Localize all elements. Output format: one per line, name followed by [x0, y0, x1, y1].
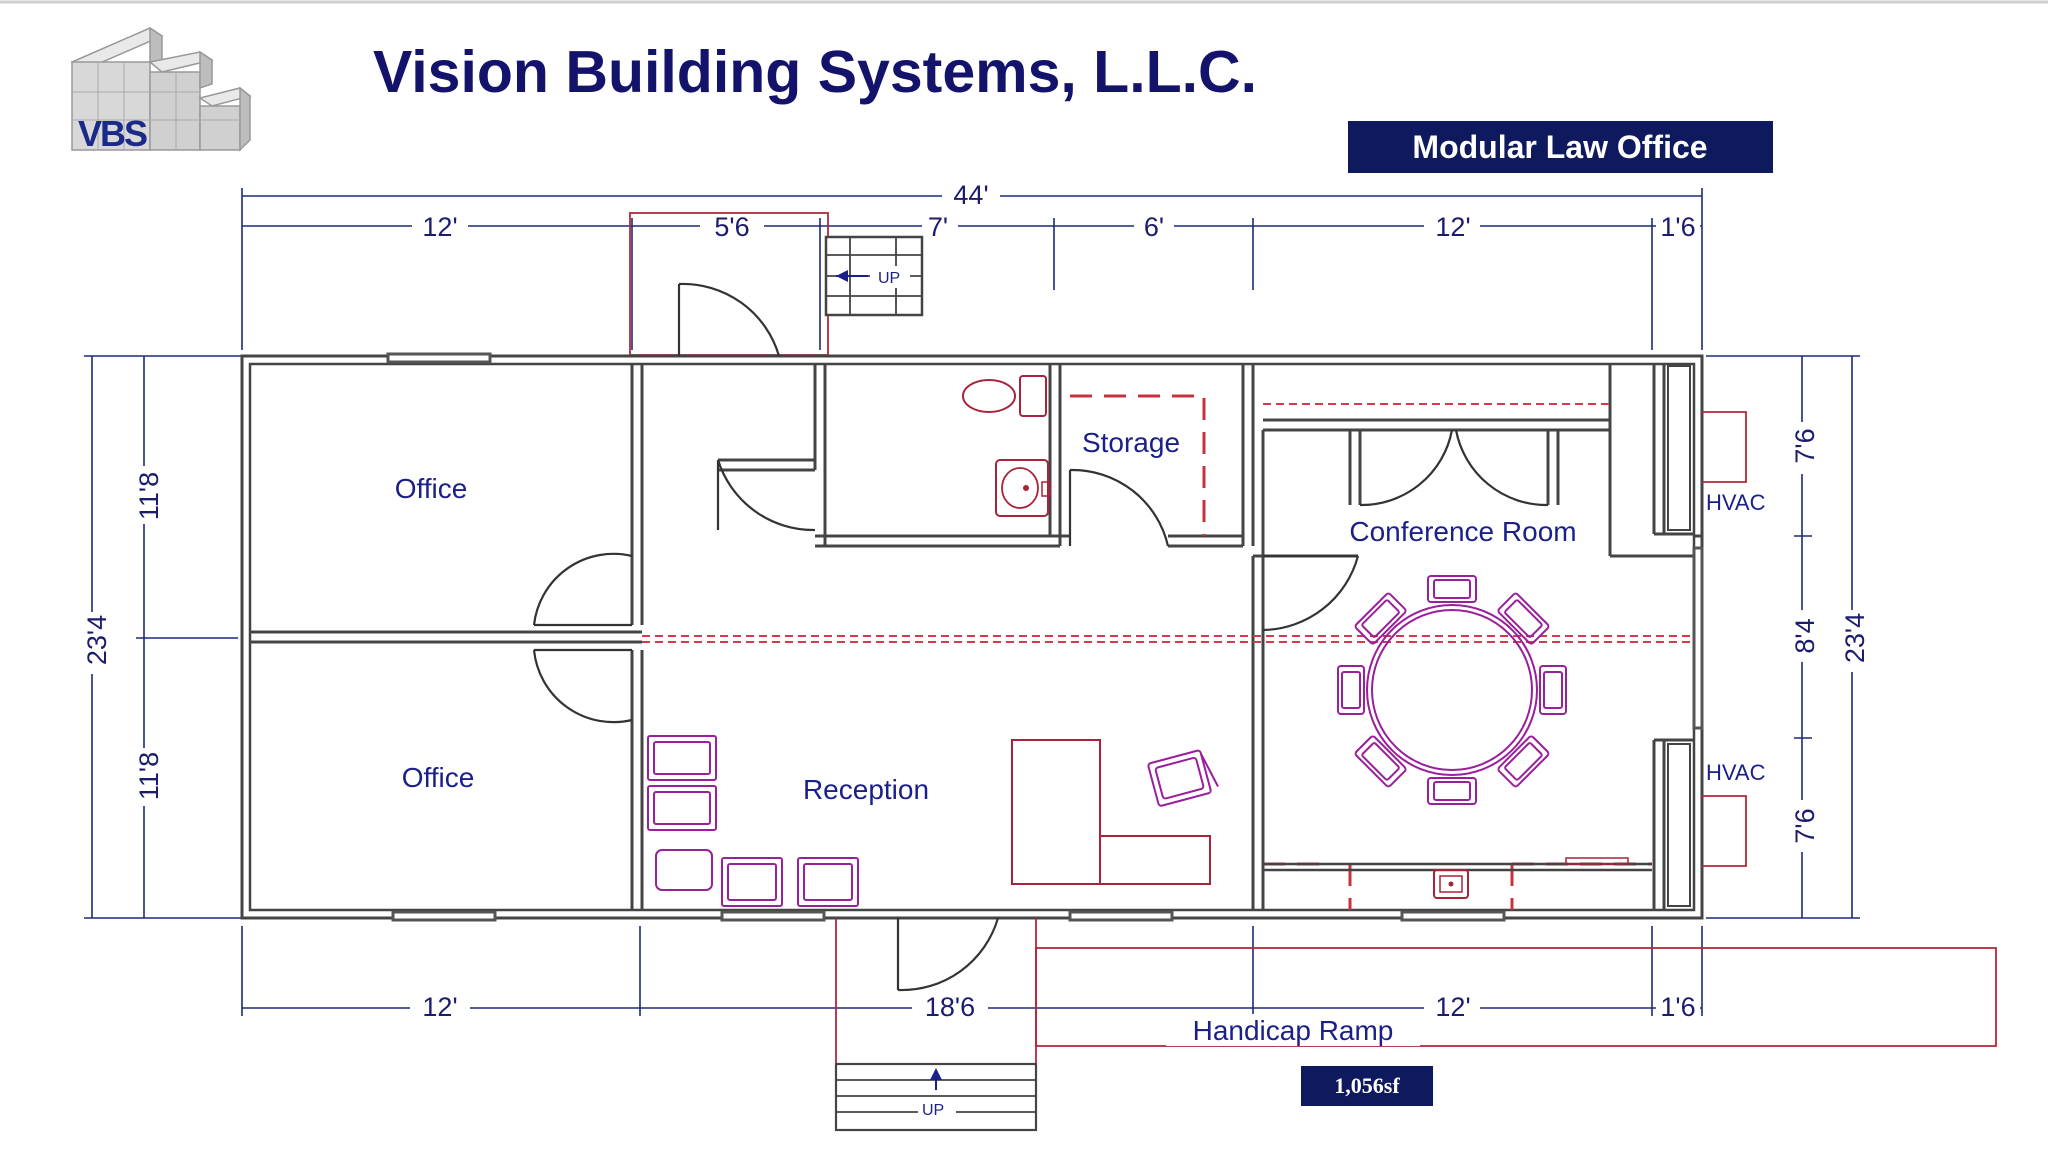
dim-bottom-b: 18'6 — [925, 992, 975, 1022]
hvac-upper-label: HVAC — [1706, 490, 1766, 515]
stair-top-up-label: UP — [878, 270, 900, 287]
top-dimensions: 44' 12' 5'6 7' 6' 12' 1'6 — [241, 180, 1703, 350]
room-office-lower: Office — [402, 762, 475, 793]
subtitle-badge — [1348, 121, 1773, 173]
top-entry-stoop: UP — [629, 212, 924, 356]
dim-top-d: 6' — [1144, 212, 1164, 242]
room-storage: Storage — [1082, 427, 1180, 458]
conference-sink — [1433, 857, 1629, 899]
dim-top-e: 12' — [1435, 212, 1470, 242]
left-dimensions: 23'4 11'8 11'8 — [78, 355, 242, 919]
conference-chair — [1427, 777, 1477, 805]
conference-chair — [1427, 575, 1477, 603]
dim-bottom-c: 12' — [1435, 992, 1470, 1022]
conference-chair — [1539, 665, 1567, 715]
doors — [532, 282, 1549, 992]
conference-table — [1337, 575, 1567, 805]
conference-chair — [1337, 665, 1365, 715]
page-title: Vision Building Systems, L.L.C. — [373, 39, 1257, 105]
area-badge — [1301, 1066, 1433, 1106]
conference-chair — [1497, 735, 1550, 788]
logo-text: VBS — [78, 113, 147, 154]
room-reception: Reception — [803, 774, 929, 805]
area-text: 1,056sf — [1334, 1073, 1400, 1098]
vbs-logo-icon: VBS — [70, 26, 252, 154]
room-conference: Conference Room — [1349, 516, 1576, 547]
dim-right-middle: 8'4 — [1790, 618, 1820, 653]
windows — [386, 352, 1704, 922]
restroom-fixtures — [962, 375, 1051, 517]
room-office-upper: Office — [395, 473, 468, 504]
conference-chair — [1497, 592, 1550, 645]
hvac-lower-label: HVAC — [1706, 760, 1766, 785]
conference-chair — [1354, 735, 1407, 788]
interior-walls — [250, 364, 1702, 910]
dim-left-overall: 23'4 — [82, 615, 112, 665]
dim-left-lower: 11'8 — [134, 752, 164, 800]
dim-overall-width: 44' — [953, 180, 988, 210]
dim-right-lower: 7'6 — [1790, 808, 1820, 843]
hvac-units — [1667, 365, 1747, 907]
conference-chair — [1354, 592, 1407, 645]
bottom-dimensions: 12' 18'6 12' 1'6 — [241, 926, 1703, 1022]
dim-left-upper: 11'8 — [134, 472, 164, 520]
right-dimensions: 7'6 8'4 7'6 23'4 — [1706, 355, 1870, 919]
dim-right-overall: 23'4 — [1840, 613, 1870, 663]
dim-bottom-d: 1'6 — [1660, 992, 1695, 1022]
dim-top-c: 7' — [928, 212, 948, 242]
reception-furniture — [647, 735, 1219, 907]
dim-top-f: 1'6 — [1660, 212, 1695, 242]
handicap-ramp-label: Handicap Ramp — [1193, 1015, 1394, 1046]
stair-bottom-up-label: UP — [922, 1102, 944, 1119]
dim-bottom-a: 12' — [422, 992, 457, 1022]
bottom-entry-ramp: UP Handicap Ramp — [834, 918, 1997, 1132]
dim-top-a: 12' — [422, 212, 457, 242]
dim-top-b: 5'6 — [714, 212, 749, 242]
subtitle-text: Modular Law Office — [1412, 129, 1707, 165]
dim-right-upper: 7'6 — [1790, 428, 1820, 463]
